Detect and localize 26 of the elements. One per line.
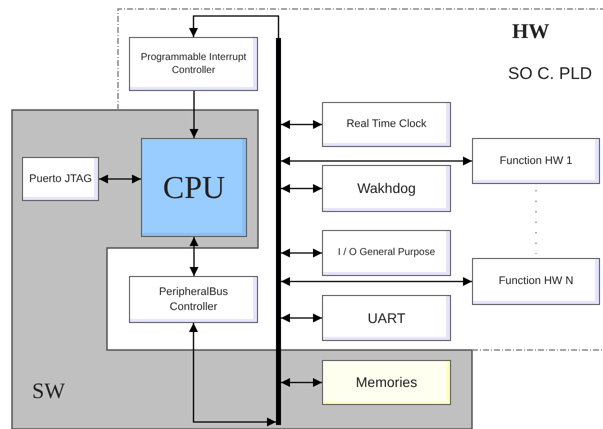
arrow [190,91,198,138]
arrow [190,237,198,276]
arrow [281,184,322,193]
processor-box: CPU [141,138,247,237]
arrow [99,174,141,184]
component-box: I / O General Purpose [322,230,451,276]
component-box: PeripheralBus Controller [129,276,258,323]
arrow [281,378,322,387]
arrow [281,314,322,322]
component-box: Function HW N [472,258,600,305]
area-label: HW [512,19,550,44]
arrow [281,120,322,129]
component-box: Wakhdog [322,165,451,212]
arrow [189,323,276,426]
component-box: Programmable Interrupt Controller [129,37,258,91]
component-box: UART [322,295,451,341]
component-box: Puerto JTAG [22,157,99,201]
arrow [189,15,280,38]
component-box: Function HW 1 [472,138,600,184]
area-label: SW [32,378,65,404]
arrow [281,248,322,258]
arrow [281,156,472,166]
component-box: Memories [322,360,451,405]
area-label: SO C. PLD [508,64,592,84]
arrow [281,277,472,286]
component-box: Real Time Clock [322,102,451,147]
